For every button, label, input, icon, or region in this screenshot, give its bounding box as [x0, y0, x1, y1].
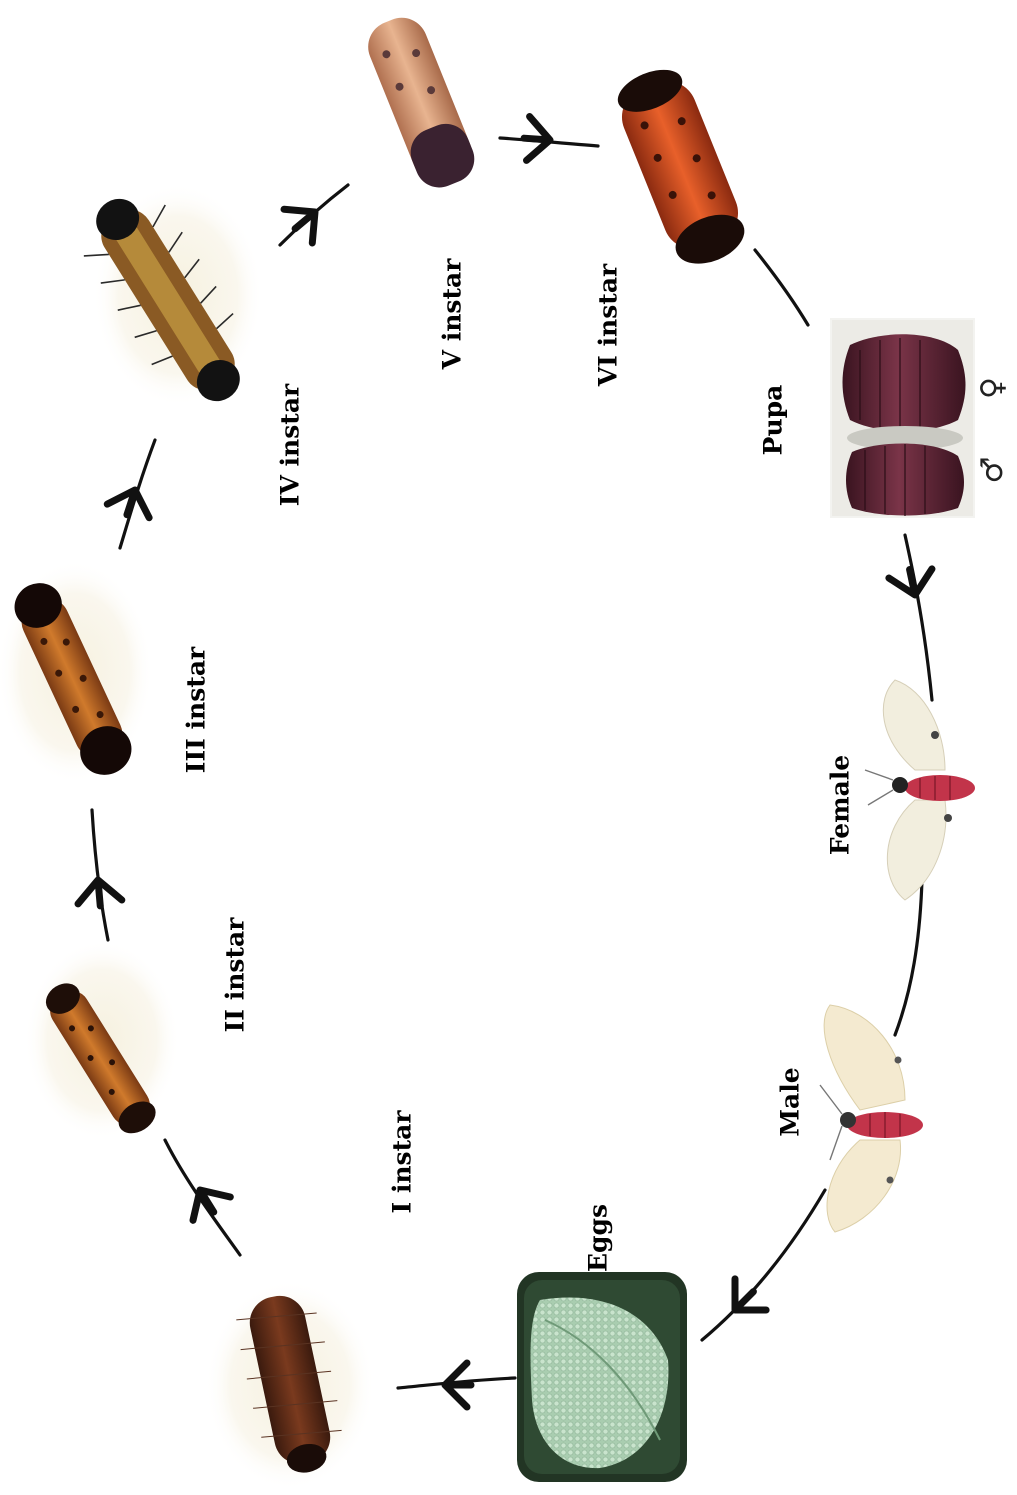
arrow-instar1-to-instar2	[181, 1178, 232, 1223]
eggs-image	[517, 1272, 687, 1482]
label-instar6: VI instar	[596, 264, 621, 386]
instar3-larva-image	[0, 560, 153, 784]
arrow-instar5-to-instar6	[523, 116, 552, 162]
label-instar1: I instar	[390, 1110, 415, 1213]
label-female: Female	[828, 755, 853, 855]
connector-pupa-to-female	[905, 535, 932, 700]
instar5-larva-image	[360, 10, 481, 195]
connector-male-to-eggs	[702, 1190, 825, 1340]
pupa-image	[830, 318, 975, 518]
connector-female-to-male	[895, 880, 922, 1035]
arrow-instar2-to-instar3	[76, 878, 122, 908]
label-instar3: III instar	[184, 647, 209, 773]
arrow-pupa-to-female	[888, 565, 936, 600]
female-symbol-icon: ♀	[978, 377, 1008, 399]
instar2-larva-image	[24, 940, 180, 1140]
arrow-eggs-to-instar1	[445, 1363, 471, 1407]
instar4-larva-image	[66, 177, 269, 423]
female-moth-image	[865, 680, 975, 900]
pupa-female	[843, 334, 966, 431]
connector-instar2-to-instar3	[92, 810, 108, 940]
label-instar2: II instar	[223, 918, 248, 1033]
label-eggs: Eggs	[586, 1204, 611, 1272]
male-symbol-icon: ♂	[978, 457, 1008, 484]
label-male: Male	[778, 1067, 803, 1136]
pupa-male	[846, 443, 964, 516]
instar6-larva-image	[608, 60, 753, 274]
label-instar4: IV instar	[278, 384, 303, 506]
male-moth-image	[820, 1005, 923, 1232]
label-instar5: V instar	[440, 259, 465, 370]
instar1-larva-image	[205, 1280, 375, 1490]
connector-instar6-to-pupa	[755, 250, 808, 325]
label-pupa: Pupa	[761, 385, 786, 456]
